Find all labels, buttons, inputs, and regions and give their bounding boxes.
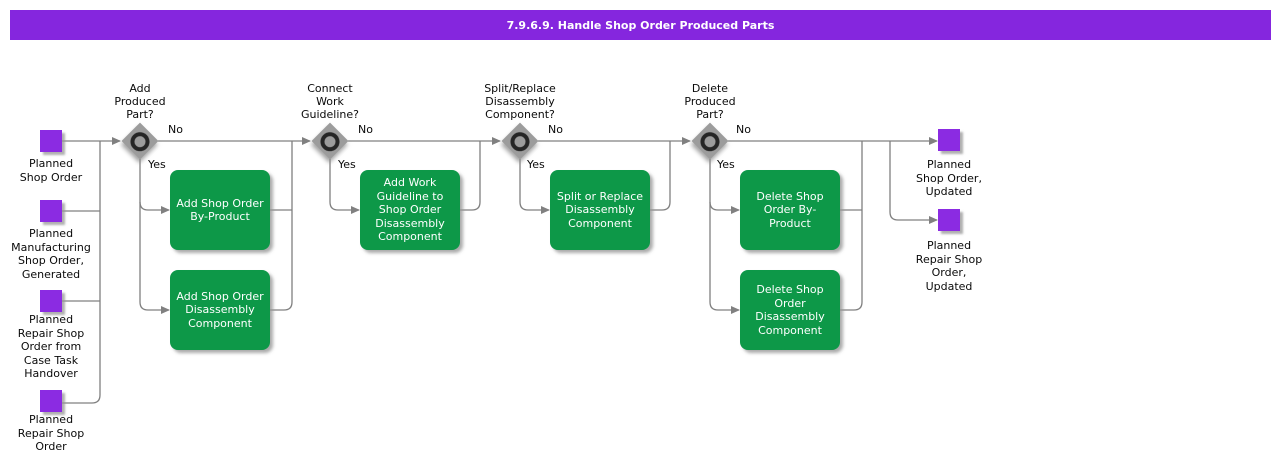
input-node-label: Planned Repair Shop Order from Case Task… <box>17 313 85 380</box>
input-node-planned-shop-order[interactable] <box>40 130 62 152</box>
decision-gateway-add-produced-part <box>121 122 159 160</box>
input-node-label: Planned Shop Order <box>19 157 83 184</box>
activity-delete-shop-order-disassembly-component[interactable]: Delete Shop Order Disassembly Component <box>740 270 840 350</box>
activity-label: Delete Shop Order By- Product <box>756 189 824 230</box>
output-node-planned-shop-order-updated[interactable] <box>938 129 960 151</box>
edge-label-no: No <box>548 123 563 136</box>
decision-question-delete-produced-part: Delete Produced Part? <box>684 82 736 121</box>
edge-label-no: No <box>168 123 183 136</box>
diagram-title-banner: 7.9.6.9. Handle Shop Order Produced Part… <box>10 10 1271 40</box>
output-node-label: Planned Repair Shop Order, Updated <box>915 239 983 293</box>
input-node-planned-repair-shop-order[interactable] <box>40 390 62 412</box>
edge-label-yes: Yes <box>717 158 735 171</box>
input-node-planned-repair-shop-order-from-case-task-handover[interactable] <box>40 290 62 312</box>
gateway-circle-icon <box>126 127 154 155</box>
activity-label: Add Shop Order Disassembly Component <box>176 289 264 330</box>
gateway-circle-icon <box>506 127 534 155</box>
edge-label-yes: Yes <box>338 158 356 171</box>
activity-add-shop-order-by-product[interactable]: Add Shop Order By-Product <box>170 170 270 250</box>
activity-label: Delete Shop Order Disassembly Component <box>755 283 825 337</box>
input-node-label: Planned Manufacturing Shop Order, Genera… <box>11 227 91 281</box>
page-title: 7.9.6.9. Handle Shop Order Produced Part… <box>506 18 775 32</box>
edge-label-no: No <box>736 123 751 136</box>
decision-question-split-replace-disassembly-component: Split/Replace Disassembly Component? <box>484 82 556 121</box>
output-node-planned-repair-shop-order-updated[interactable] <box>938 209 960 231</box>
output-node-label: Planned Shop Order, Updated <box>916 158 982 198</box>
activity-label: Add Work Guideline to Shop Order Disasse… <box>375 176 445 244</box>
input-node-label: Planned Repair Shop Order <box>17 413 85 453</box>
decision-gateway-connect-work-guideline <box>311 122 349 160</box>
edge-label-no: No <box>358 123 373 136</box>
activity-delete-shop-order-by-product[interactable]: Delete Shop Order By- Product <box>740 170 840 250</box>
input-node-planned-manufacturing-shop-order-generated[interactable] <box>40 200 62 222</box>
decision-gateway-delete-produced-part <box>691 122 729 160</box>
decision-question-add-produced-part: Add Produced Part? <box>114 82 166 121</box>
edge-label-yes: Yes <box>527 158 545 171</box>
activity-split-or-replace-disassembly-component[interactable]: Split or Replace Disassembly Component <box>550 170 650 250</box>
activity-add-shop-order-disassembly-component[interactable]: Add Shop Order Disassembly Component <box>170 270 270 350</box>
activity-label: Add Shop Order By-Product <box>176 196 264 224</box>
edge-label-yes: Yes <box>148 158 166 171</box>
activity-add-work-guideline-to-shop-order-disassembly-component[interactable]: Add Work Guideline to Shop Order Disasse… <box>360 170 460 250</box>
decision-gateway-split-replace-disassembly-component <box>501 122 539 160</box>
activity-label: Split or Replace Disassembly Component <box>556 189 644 230</box>
gateway-circle-icon <box>696 127 724 155</box>
decision-question-connect-work-guideline: Connect Work Guideline? <box>301 82 359 121</box>
gateway-circle-icon <box>316 127 344 155</box>
